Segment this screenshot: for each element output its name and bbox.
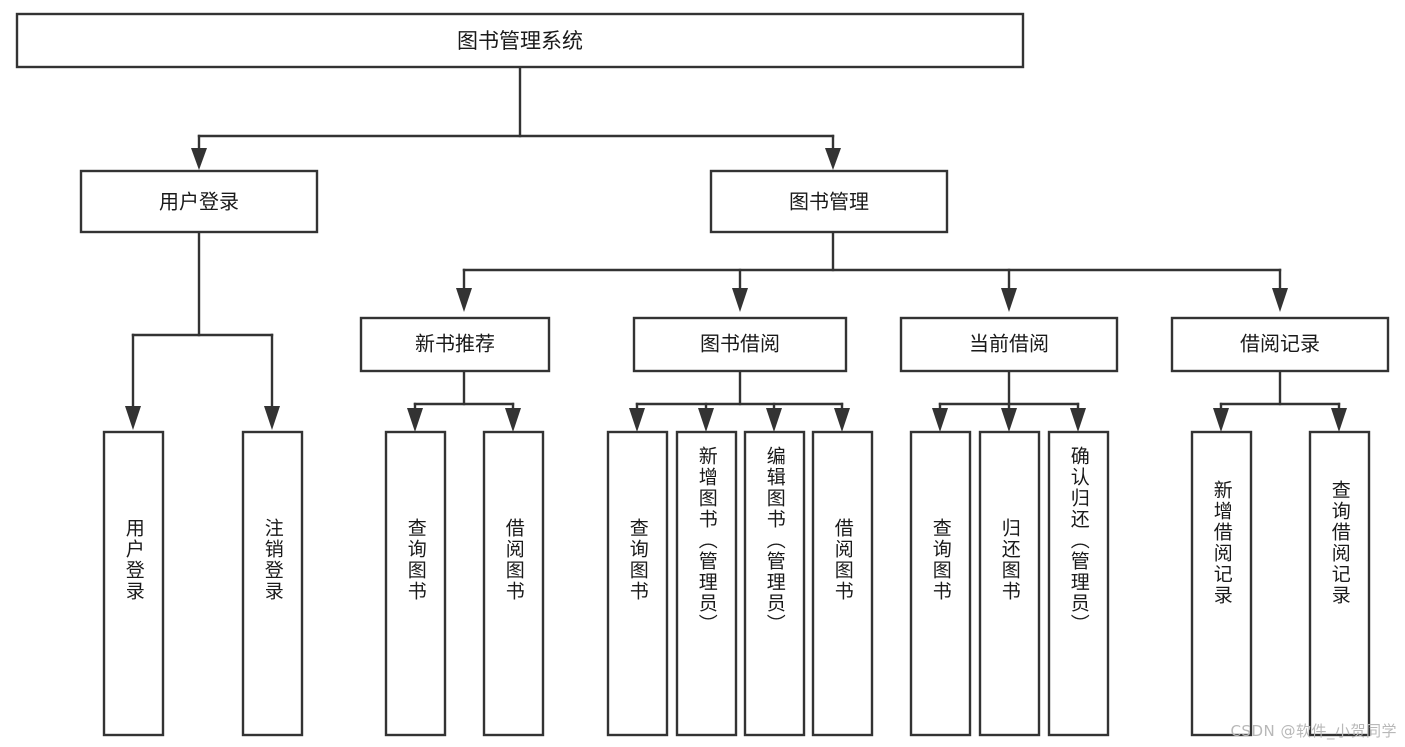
leaf-box-query-book-3[interactable] [909, 430, 972, 737]
node-book-borrow-box[interactable] [632, 316, 848, 373]
arrow-to-leaf-query-book-2 [629, 408, 645, 432]
connector-group-root-to-level2 [191, 65, 841, 170]
arrow-to-leaf-add-book [698, 408, 714, 432]
leaf-box-confirm-return[interactable] [1047, 430, 1110, 737]
node-book-borrow-label: 图书借阅 [700, 332, 780, 356]
node-book-manage-box[interactable] [709, 169, 949, 234]
connector-group-book-manage-to-level3 [456, 230, 1288, 312]
leaf-box-query-book-2[interactable] [606, 430, 669, 737]
node-book-manage-label: 图书管理 [789, 190, 869, 214]
arrow-to-leaf-user-login [125, 406, 141, 430]
leaf-box-borrow-book-1[interactable] [482, 430, 545, 737]
node-current-borrow-box[interactable] [899, 316, 1119, 373]
node-current-borrow-label: 当前借阅 [969, 332, 1049, 356]
node-new-book-rec[interactable]: 新书推荐 [359, 316, 551, 373]
arrow-to-leaf-borrow-book-2 [834, 408, 850, 432]
leaf-box-user-login[interactable] [102, 430, 165, 737]
node-user-login[interactable]: 用户登录 [79, 169, 319, 234]
arrow-root-to-user-login [191, 148, 207, 170]
arrow-to-new-book-rec [456, 288, 472, 312]
node-borrow-record-label: 借阅记录 [1240, 332, 1320, 356]
leaf-box-edit-book[interactable] [743, 430, 806, 737]
node-book-manage[interactable]: 图书管理 [709, 169, 949, 234]
node-book-borrow[interactable]: 图书借阅 [632, 316, 848, 373]
arrow-to-leaf-query-record [1331, 408, 1347, 432]
leaf-boxes-group [102, 430, 1371, 737]
node-current-borrow[interactable]: 当前借阅 [899, 316, 1119, 373]
arrow-to-leaf-return-book [1001, 408, 1017, 432]
connector-group-user-login-to-leaves [125, 230, 280, 430]
node-new-book-rec-label: 新书推荐 [415, 332, 495, 356]
leaf-box-borrow-book-2[interactable] [811, 430, 874, 737]
arrow-to-current-borrow [1001, 288, 1017, 312]
arrow-to-leaf-add-record [1213, 408, 1229, 432]
node-root[interactable]: 图书管理系统 [15, 12, 1025, 69]
arrow-to-leaf-user-logout [264, 406, 280, 430]
leaf-box-query-book-1[interactable] [384, 430, 447, 737]
leaf-box-user-logout[interactable] [241, 430, 304, 737]
node-borrow-record-box[interactable] [1170, 316, 1390, 373]
arrow-to-leaf-query-book-1 [407, 408, 423, 432]
arrow-to-borrow-record [1272, 288, 1288, 312]
connector-group-current-borrow-to-leaves [932, 369, 1086, 432]
node-user-login-label: 用户登录 [159, 190, 239, 214]
leaf-box-add-book[interactable] [675, 430, 738, 737]
connector-group-new-book-rec-to-leaves [407, 369, 521, 432]
node-new-book-rec-box[interactable] [359, 316, 551, 373]
arrow-to-book-borrow [732, 288, 748, 312]
csdn-watermark: CSDN @软件_小贺同学 [1230, 722, 1397, 740]
leaf-box-add-record[interactable] [1190, 430, 1253, 737]
connector-group-borrow-record-to-leaves [1213, 369, 1347, 432]
node-borrow-record[interactable]: 借阅记录 [1170, 316, 1390, 373]
arrow-to-leaf-borrow-book-1 [505, 408, 521, 432]
leaf-box-return-book[interactable] [978, 430, 1041, 737]
leaf-box-query-record[interactable] [1308, 430, 1371, 737]
arrow-to-leaf-query-book-3 [932, 408, 948, 432]
arrow-to-leaf-edit-book [766, 408, 782, 432]
connector-group-book-borrow-to-leaves [629, 369, 850, 432]
node-user-login-box[interactable] [79, 169, 319, 234]
arrow-root-to-book-manage [825, 148, 841, 170]
arrow-to-leaf-confirm-return [1070, 408, 1086, 432]
node-root-label: 图书管理系统 [457, 29, 583, 53]
node-root-box[interactable] [15, 12, 1025, 69]
